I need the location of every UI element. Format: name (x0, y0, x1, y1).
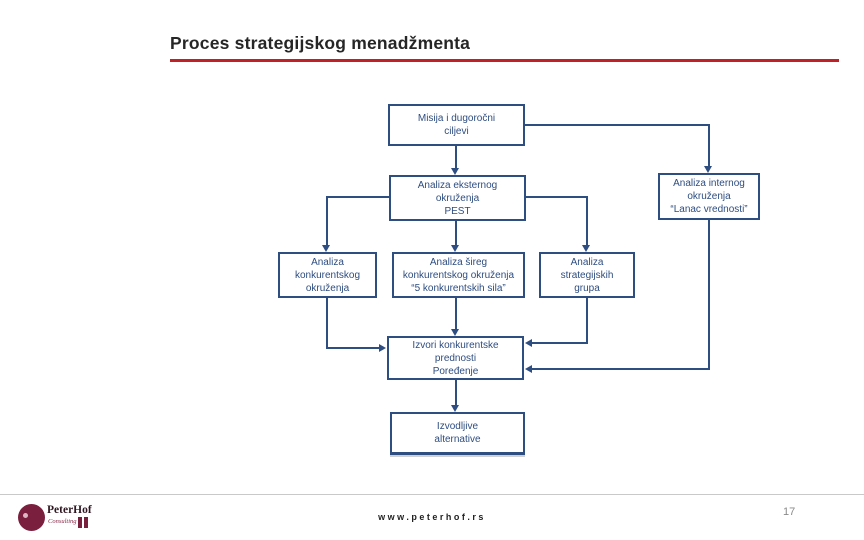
connector-konkurentsko-izvori-v (326, 298, 328, 349)
arrowhead-eksterno-grupe (582, 245, 590, 252)
logo-bars-icon (78, 517, 88, 528)
logo-dot (23, 513, 28, 518)
footer-divider (0, 494, 864, 495)
node-analiza-internog: Analiza internog okruženja “Lanac vredno… (658, 173, 760, 220)
connector-izvori-alternative (455, 380, 457, 405)
connector-misija-interno-h (525, 124, 710, 126)
peterhof-logo-icon (18, 504, 45, 531)
arrowhead-misija-interno (704, 166, 712, 173)
logo-tagline-text: Consulting (48, 518, 77, 525)
node-analiza-sireg-konkurentskog: Analiza šireg konkurentskog okruženja “5… (392, 252, 525, 298)
connector-eksterno-sire (455, 221, 457, 245)
page-title: Proces strategijskog menadžmenta (170, 33, 471, 53)
node-misija: Misija i dugoročni ciljevi (388, 104, 525, 146)
connector-grupe-izvori-v (586, 298, 588, 344)
connector-grupe-izvori-h (532, 342, 588, 344)
connector-interno-izvori-v (708, 220, 710, 370)
node-izvori-prednosti: Izvori konkurentske prednosti Poređenje (387, 336, 524, 380)
connector-interno-izvori-h (532, 368, 710, 370)
connector-eksterno-grupe-h (526, 196, 588, 198)
arrowhead-sire-izvori (451, 329, 459, 336)
connector-sire-izvori (455, 298, 457, 329)
node-analiza-strategijskih-grupa: Analiza strategijskih grupa (539, 252, 635, 298)
connector-konkurentsko-izvori-h (326, 347, 379, 349)
footer-url: www.peterhof.rs (378, 512, 486, 522)
arrowhead-konkurentsko-izvori (379, 344, 386, 352)
arrowhead-eksterno-sire (451, 245, 459, 252)
arrowhead-eksterno-konkurentsko (322, 245, 330, 252)
node-analiza-eksternog: Analiza eksternog okruženja PEST (389, 175, 526, 221)
arrowhead-grupe-izvori (525, 339, 532, 347)
connector-misija-eksterno (455, 146, 457, 168)
connector-misija-interno-v (708, 124, 710, 166)
page-number: 17 (783, 506, 796, 518)
node-analiza-konkurentskog: Analiza konkurentskog okruženja (278, 252, 377, 298)
arrowhead-interno-izvori (525, 365, 532, 373)
node-izvodljive-alternative: Izvodljive alternative (390, 412, 525, 455)
logo-brand-text: PeterHof (47, 504, 92, 516)
arrowhead-misija-eksterno (451, 168, 459, 175)
title-underline (170, 59, 839, 62)
arrowhead-izvori-alternative (451, 405, 459, 412)
connector-eksterno-konkurentsko-h (327, 196, 389, 198)
connector-eksterno-konkurentsko-v (326, 196, 328, 245)
connector-eksterno-grupe-v (586, 196, 588, 245)
